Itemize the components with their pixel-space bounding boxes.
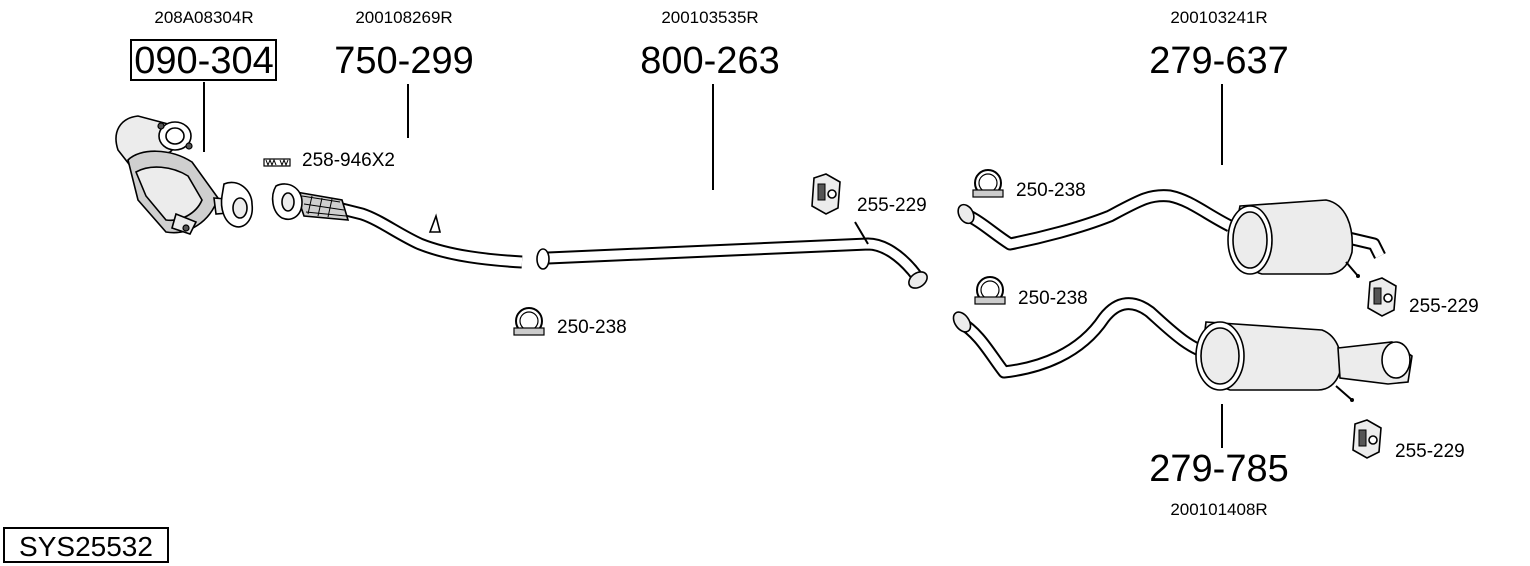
catalytic-converter-drawing[interactable] — [115, 115, 254, 235]
clamp-middle-icon[interactable] — [513, 307, 545, 336]
rear-silencer-upper-drawing[interactable] — [955, 189, 1386, 278]
clamp-upper-icon[interactable] — [972, 169, 1004, 198]
catalytic-converter-number[interactable]: 090-304 — [134, 40, 273, 82]
front-pipe-number[interactable]: 750-299 — [334, 40, 473, 82]
clamp-lower-number[interactable]: 250-238 — [1018, 288, 1088, 309]
rubber-mount-middle-number[interactable]: 255-229 — [857, 195, 927, 216]
rubber-mount-upper-number[interactable]: 255-229 — [1409, 296, 1479, 317]
rubber-mount-middle-icon[interactable] — [811, 173, 841, 215]
middle-pipe-drawing[interactable] — [536, 221, 930, 291]
clamp-lower-icon[interactable] — [974, 276, 1006, 305]
rubber-mount-upper-icon[interactable] — [1367, 277, 1397, 317]
rear-silencer-lower-number[interactable]: 279-785 — [1149, 448, 1288, 490]
rear-silencer-upper-oem: 200103241R — [1170, 8, 1267, 27]
catalytic-converter-number-box — [130, 39, 277, 81]
middle-pipe-number[interactable]: 800-263 — [640, 40, 779, 82]
system-code-box — [3, 527, 169, 563]
rear-mount-lower-number[interactable]: 255-229 — [1395, 441, 1465, 462]
rear-silencer-lower-drawing[interactable] — [950, 297, 1413, 402]
gasket-number[interactable]: 258-946X2 — [302, 150, 395, 171]
front-pipe-drawing[interactable] — [271, 183, 523, 269]
middle-pipe-oem: 200103535R — [661, 8, 758, 27]
rear-silencer-upper-number[interactable]: 279-637 — [1149, 40, 1288, 82]
gasket-icon[interactable] — [263, 158, 291, 167]
system-code: SYS25532 — [19, 531, 153, 562]
catalytic-converter-oem: 208A08304R — [154, 8, 253, 27]
front-pipe-oem: 200108269R — [355, 8, 452, 27]
clamp-middle-number[interactable]: 250-238 — [557, 317, 627, 338]
rear-silencer-lower-oem: 200101408R — [1170, 500, 1267, 519]
clamp-upper-number[interactable]: 250-238 — [1016, 180, 1086, 201]
rubber-mount-lower-icon[interactable] — [1352, 419, 1382, 459]
